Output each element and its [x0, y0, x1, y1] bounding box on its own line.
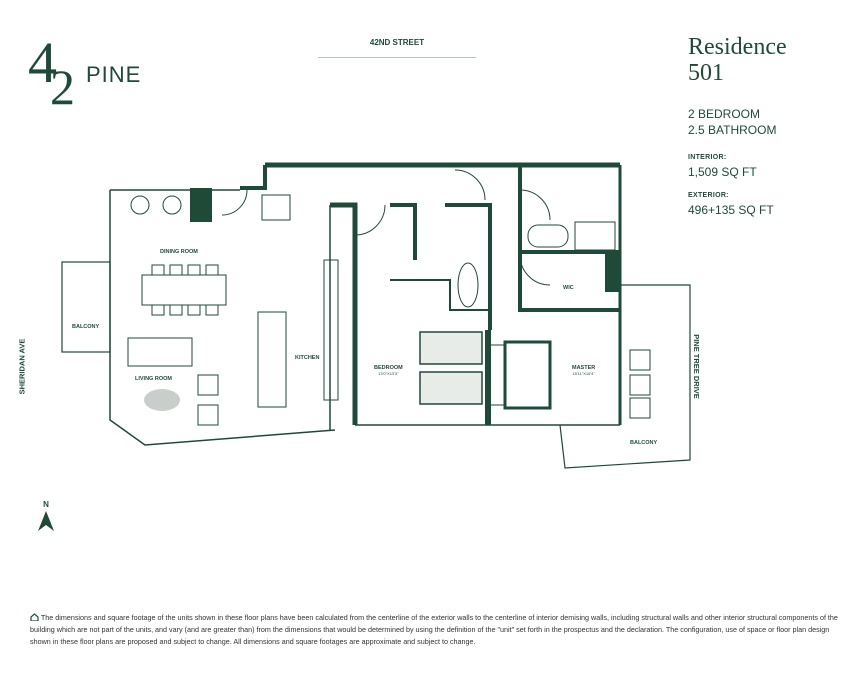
north-arrow-icon [38, 511, 54, 531]
exterior-label: EXTERIOR: [688, 192, 729, 199]
coffee-table [144, 389, 180, 411]
room-label-dining: DINING ROOM [160, 249, 198, 255]
home-icon [30, 613, 39, 622]
bedroom-dimensions: 13'0"X13'3" [378, 371, 399, 376]
bathroom-count: 2.5 BATHROOM [688, 123, 777, 137]
room-label-kitchen: KITCHEN [295, 355, 320, 361]
exterior-value: 496+135 SQ FT [688, 203, 774, 217]
interior-value: 1,509 SQ FT [688, 165, 757, 179]
master-dimensions: 15'11"X16'4" [572, 371, 595, 376]
master-name: MASTER [572, 365, 596, 371]
room-label-wic: WIC [563, 285, 574, 291]
logo-4: 4 [28, 30, 57, 95]
disclaimer: The dimensions and square footage of the… [30, 612, 845, 648]
residence-number: 501 [688, 60, 724, 86]
street-top-label: 42ND STREET [318, 38, 476, 58]
residence-title-line1: Residence [688, 34, 787, 60]
room-label-balcony-right: BALCONY [630, 440, 658, 446]
outer-wall-kitchen [240, 165, 267, 190]
street-right-label: PINE TREE DRIVE [691, 334, 701, 399]
disclaimer-text: The dimensions and square footage of the… [30, 613, 838, 646]
dining-table [141, 264, 227, 316]
floor-plan [61, 162, 691, 469]
north-label: N [43, 500, 49, 509]
logo: 4 2 [28, 34, 75, 113]
kitchen-island [257, 311, 287, 408]
kitchen-wall [330, 202, 358, 425]
shaft [190, 188, 212, 222]
street-left-label: SHERIDAN AVE [17, 338, 27, 395]
bed-1 [419, 331, 483, 405]
balcony-right-outline [559, 284, 691, 469]
logo-name: PINE [86, 62, 142, 87]
sofa [127, 337, 193, 367]
balcony-left-outline [61, 261, 111, 353]
bedroom-count: 2 BEDROOM [688, 107, 761, 121]
interior-label: INTERIOR: [688, 154, 727, 161]
wall-left [109, 190, 336, 446]
residence-title: Residence 501 [688, 34, 787, 86]
bedroom-name: BEDROOM [374, 365, 403, 371]
north-indicator: N [36, 500, 56, 535]
logo-2: 2 [50, 59, 75, 115]
master-bed [503, 340, 552, 410]
room-label-living: LIVING ROOM [135, 376, 172, 382]
room-label-balcony-left: BALCONY [72, 324, 100, 330]
